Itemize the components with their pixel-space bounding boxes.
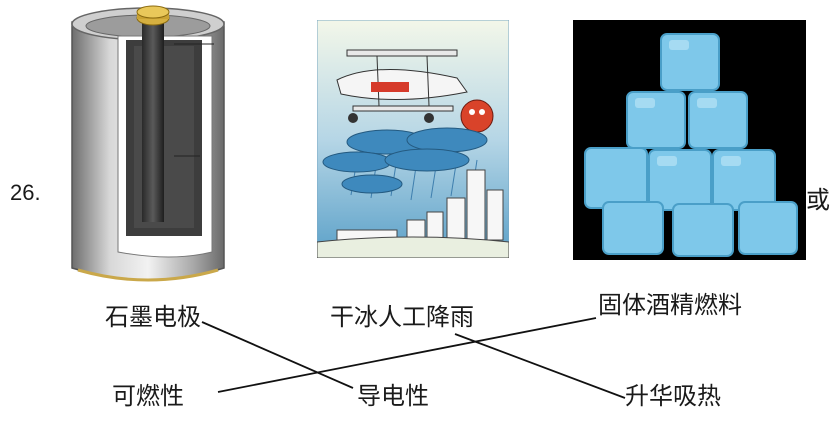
label-graphite-electrode: 石墨电极 [105, 303, 201, 331]
trailing-text-or: 或 [806, 186, 830, 214]
graphite-electrode-battery-image [62, 0, 234, 292]
label-flammability: 可燃性 [112, 382, 184, 410]
label-conductivity: 导电性 [357, 382, 429, 410]
connection-alcohol-to-flammability [217, 317, 597, 393]
label-dry-ice-rain: 干冰人工降雨 [330, 303, 474, 331]
connection-dry-ice-to-sublimation [454, 333, 626, 399]
artificial-rain-cartoon-image [316, 19, 510, 259]
label-solid-alcohol-fuel: 固体酒精燃料 [598, 291, 742, 319]
solid-alcohol-fuel-image [573, 20, 806, 260]
label-sublimation-heat-absorption: 升华吸热 [625, 382, 721, 410]
connection-graphite-to-conductivity [201, 321, 354, 389]
question-number: 26. [10, 180, 41, 205]
